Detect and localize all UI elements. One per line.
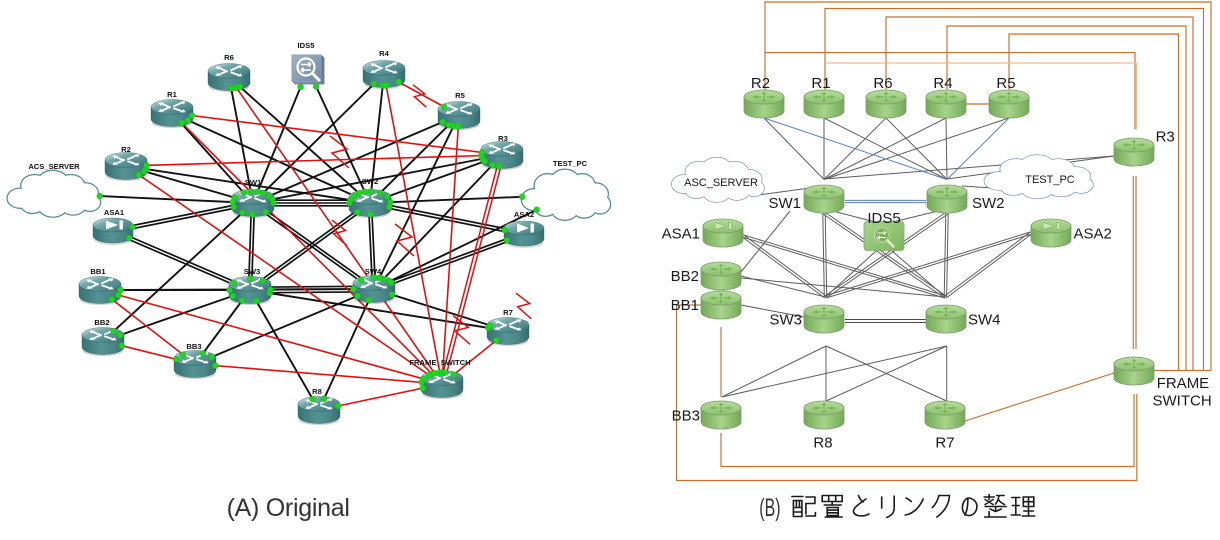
svg-text:R8: R8 <box>312 387 322 396</box>
svg-text:IDS5: IDS5 <box>867 210 900 227</box>
svg-text:SW3: SW3 <box>769 312 802 329</box>
svg-text:SW2: SW2 <box>972 195 1005 212</box>
svg-text:BB2: BB2 <box>94 318 109 327</box>
svg-text:R1: R1 <box>167 90 177 99</box>
svg-text:FRAME_SWITCH: FRAME_SWITCH <box>409 358 470 367</box>
svg-text:R7: R7 <box>935 435 954 452</box>
svg-text:R1: R1 <box>811 75 830 92</box>
svg-text:ASA1: ASA1 <box>662 226 700 243</box>
svg-text:R3: R3 <box>1156 129 1175 146</box>
svg-text:SW3: SW3 <box>244 267 260 276</box>
svg-text:R2: R2 <box>751 75 770 92</box>
svg-text:R5: R5 <box>455 91 465 100</box>
svg-text:R4: R4 <box>933 75 952 92</box>
svg-text:R5: R5 <box>996 75 1015 92</box>
svg-text:TEST_PC: TEST_PC <box>553 159 588 168</box>
svg-text:(B): (B) <box>759 495 780 522</box>
svg-text:R7: R7 <box>503 308 513 317</box>
svg-text:IDS5: IDS5 <box>298 41 316 50</box>
svg-text:ASC_SERVER: ASC_SERVER <box>684 177 758 189</box>
svg-text:BB1: BB1 <box>671 297 699 314</box>
svg-text:BB1: BB1 <box>90 267 106 276</box>
svg-text:R2: R2 <box>121 145 131 154</box>
svg-text:ASA2: ASA2 <box>1074 226 1112 243</box>
svg-text:BB3: BB3 <box>186 342 201 351</box>
svg-text:ACS_SERVER: ACS_SERVER <box>28 162 80 171</box>
svg-text:ASA2: ASA2 <box>514 210 534 219</box>
svg-text:(A) Original: (A) Original <box>227 494 350 522</box>
svg-text:R4: R4 <box>379 49 389 58</box>
svg-text:SW4: SW4 <box>968 312 1001 329</box>
svg-text:SW2: SW2 <box>362 177 378 186</box>
svg-text:R6: R6 <box>873 75 892 92</box>
svg-text:R3: R3 <box>498 134 508 143</box>
svg-text:R6: R6 <box>224 53 234 62</box>
svg-text:SW4: SW4 <box>365 267 382 276</box>
svg-text:R8: R8 <box>813 435 832 452</box>
svg-text:SW1: SW1 <box>245 178 262 187</box>
svg-text:BB3: BB3 <box>672 408 700 425</box>
svg-text:BB2: BB2 <box>671 268 699 285</box>
svg-text:SW1: SW1 <box>768 195 801 212</box>
svg-text:FRAME: FRAME <box>1157 375 1210 392</box>
svg-text:ASA1: ASA1 <box>104 208 125 217</box>
svg-text:TEST_PC: TEST_PC <box>1025 174 1075 186</box>
svg-text:SWITCH: SWITCH <box>1153 393 1212 410</box>
